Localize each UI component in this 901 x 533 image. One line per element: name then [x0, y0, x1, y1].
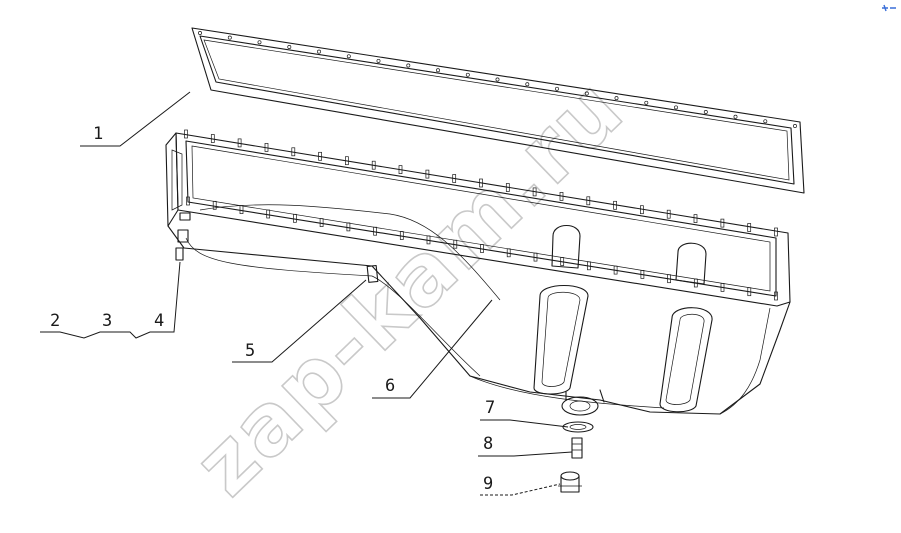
pan-flange-stud [720, 218, 725, 228]
gasket-bolt-hole [495, 77, 500, 82]
pan-flange-stud [212, 200, 217, 210]
pan-flange-stud [693, 278, 698, 288]
gasket-bolt-hole [733, 114, 738, 119]
gasket-bolt-hole [465, 72, 470, 77]
pan-flange-stud [480, 244, 484, 253]
pan-flange-stud [266, 209, 271, 219]
pan-flange-stud [613, 265, 618, 275]
gasket-bolt-hole [346, 54, 351, 59]
pan-flange-stud [426, 235, 431, 245]
gasket-bolt-hole [584, 91, 589, 96]
pan-flange-stud [184, 129, 188, 139]
pan-flange-stud [452, 174, 457, 183]
pan-flange-stud [239, 205, 244, 214]
pan-flange-stud [640, 270, 645, 279]
gasket-frame [191, 27, 805, 194]
pan-flange-stud [293, 213, 297, 223]
callout-6: 6 [385, 376, 395, 396]
callout-3: 3 [102, 311, 112, 331]
callout-1: 1 [93, 124, 103, 144]
pan-flange-stud [587, 261, 591, 271]
pan-flange-stud [291, 147, 296, 157]
pan-flange-stud [747, 223, 752, 232]
pan-flange-stud [345, 156, 349, 166]
pan-flange-stud [640, 205, 644, 215]
gasket-bolt-hole [703, 110, 708, 114]
oil-pan [165, 129, 791, 416]
callout-8: 8 [483, 434, 493, 454]
pan-flange-stud [720, 283, 725, 292]
magnetic-plug [558, 471, 582, 493]
pan-flange-stud [453, 239, 458, 249]
gasket-bolt-hole [376, 58, 381, 63]
pan-flange-stud [613, 200, 617, 210]
pan-flange-stud [186, 196, 190, 206]
left-fastener-stack [175, 212, 191, 261]
pan-flange-stud [747, 287, 752, 297]
callout-7: 7 [485, 398, 495, 418]
pan-flange-stud [425, 169, 430, 179]
gasket-bolt-hole [198, 31, 202, 35]
pan-flange-stud [264, 143, 269, 152]
gasket-bolt-hole [644, 100, 649, 105]
callout-4: 4 [154, 311, 164, 331]
pan-flange-stud [506, 248, 511, 258]
gasket-bolt-hole [555, 86, 559, 91]
gasket-bolt-hole [674, 105, 678, 110]
leader-lines [40, 91, 573, 496]
pan-flange-stud [399, 231, 404, 240]
pan-flange-stud [210, 134, 215, 143]
callout-2: 2 [50, 311, 60, 331]
gasket-bolt-hole [257, 40, 262, 45]
pan-flange-stud [373, 226, 377, 236]
callout-labels: 1 2 3 4 5 6 7 8 9 [50, 124, 495, 494]
pan-flange-stud [237, 138, 242, 148]
pan-flange-stud [533, 252, 538, 262]
gasket-bolt-hole [763, 119, 768, 124]
gasket-bolt-hole [406, 63, 411, 68]
gasket-bolt-hole [793, 124, 797, 128]
pan-flange-stud [318, 151, 322, 161]
gasket-bolt-hole [227, 35, 232, 40]
pan-flange-stud [560, 257, 565, 266]
gasket-bolt-hole [436, 68, 440, 73]
pan-flange-stud [666, 209, 671, 219]
pan-flange-stud [774, 291, 778, 301]
pan-flange-stud [319, 218, 324, 227]
pan-flange-stud [586, 196, 591, 206]
pan-flange-stud [505, 183, 510, 192]
callout-9: 9 [483, 474, 493, 494]
pan-flange-stud [398, 165, 403, 174]
pan-flange-stud [479, 178, 483, 188]
pan-flange-stud [559, 192, 564, 201]
pan-flange-stud [371, 160, 376, 170]
bolt [366, 264, 379, 283]
pan-flange-stud [346, 222, 351, 232]
pan-flange-stud [667, 274, 671, 284]
sealing-washer [562, 421, 594, 433]
pan-flange-stud [693, 214, 698, 223]
drain-plug-stem [571, 437, 583, 459]
pan-flange-stud [774, 227, 778, 237]
gasket-bolt-hole [614, 96, 619, 101]
gasket-bolt-hole [525, 82, 530, 87]
gasket-bolt-hole [287, 45, 292, 49]
callout-5: 5 [245, 341, 255, 361]
gasket-bolt-hole [317, 49, 321, 54]
pan-flange-stud [532, 187, 537, 197]
corner-mark-icon [882, 4, 896, 12]
